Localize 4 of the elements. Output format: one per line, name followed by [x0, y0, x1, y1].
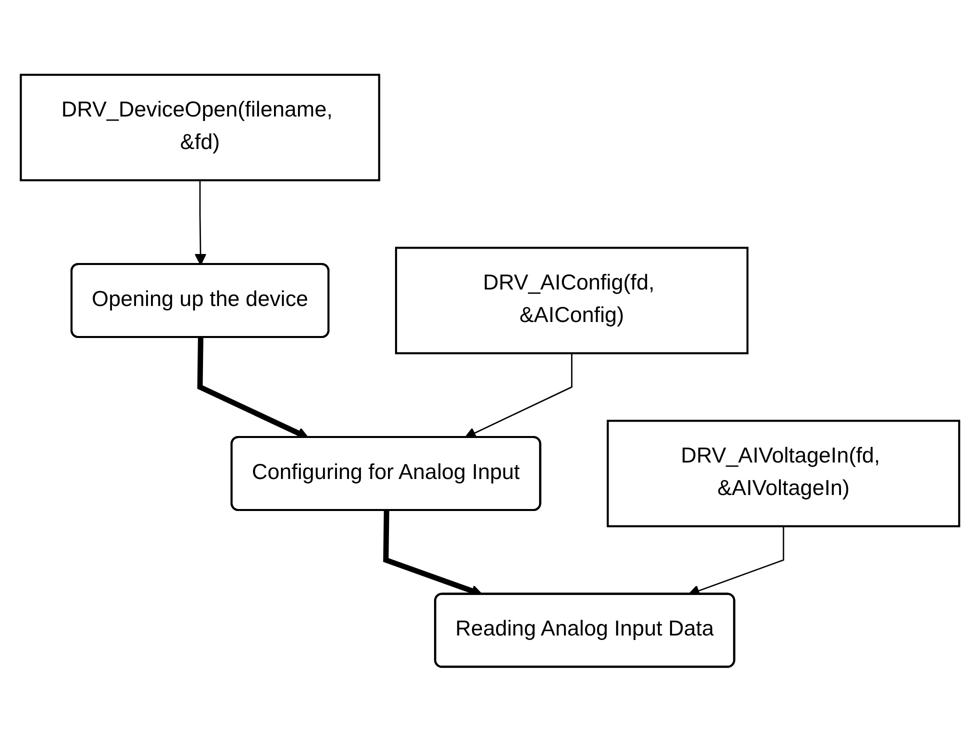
node-box: DRV_DeviceOpen(filename, &fd) — [20, 74, 380, 182]
node-box: DRV_AIVoltageIn(fd, &AIVoltageIn) — [606, 420, 960, 528]
arrow — [194, 180, 206, 266]
node-box: DRV_AIConfig(fd, &AIConfig) — [395, 246, 748, 354]
